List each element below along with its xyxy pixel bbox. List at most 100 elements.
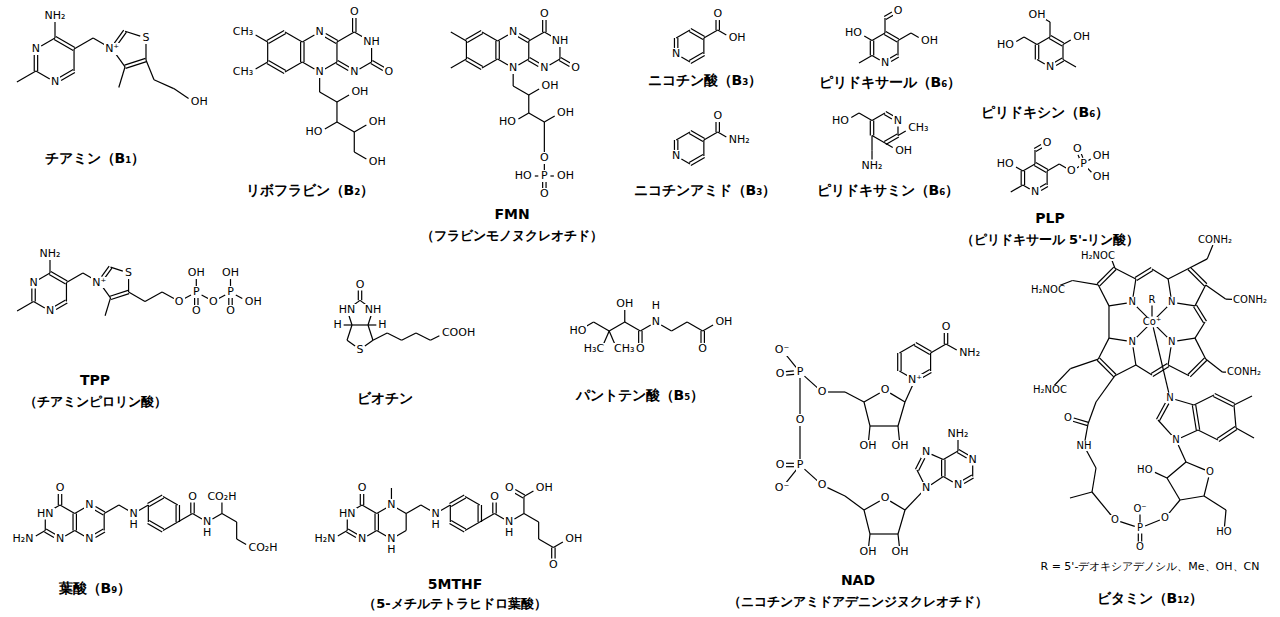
atom-label: CH₃	[232, 66, 254, 78]
bond-line	[703, 38, 704, 54]
bond-line	[194, 503, 195, 514]
atom-label: N	[651, 316, 661, 328]
bond-line	[174, 89, 189, 99]
compound-name: パントテン酸（B₅）	[575, 388, 706, 403]
bond-line	[845, 392, 864, 402]
bond-line	[1175, 400, 1194, 405]
atom-label: OH	[714, 316, 733, 328]
atom-label: H₂N	[11, 533, 34, 545]
compound-name: ビタミン（B₁₂）	[1096, 591, 1205, 606]
bond-line	[256, 35, 268, 42]
atom-label: O	[1205, 467, 1215, 478]
bond-line	[916, 343, 932, 352]
bond-line	[1133, 347, 1136, 365]
atom-label: O	[1160, 513, 1170, 524]
compound-name: 5MTHF	[427, 577, 484, 592]
atom-label: NH₂	[947, 428, 970, 440]
atom-label: N⁺	[907, 374, 923, 386]
atom-label: O	[1110, 515, 1120, 526]
atom-label: HO	[831, 115, 850, 127]
bond-line	[689, 53, 703, 61]
bond-line	[1047, 164, 1059, 171]
bond-line	[827, 488, 845, 496]
bond-line	[542, 182, 543, 188]
bond-line	[703, 325, 713, 331]
atom-label: H	[504, 527, 514, 539]
atom-label: O	[880, 384, 891, 396]
bond-line	[499, 41, 500, 59]
bond-line	[465, 497, 480, 506]
bond-line	[676, 132, 690, 140]
bond-line	[640, 325, 650, 331]
bond-line	[1035, 45, 1036, 60]
atom-label: O	[357, 482, 368, 494]
bond-line	[352, 324, 368, 325]
bond-line	[641, 331, 642, 343]
bond-line	[1198, 430, 1218, 440]
bond-line	[1024, 171, 1025, 185]
bond-line	[513, 74, 514, 86]
bond-line	[1085, 424, 1088, 441]
bond-line	[1062, 45, 1063, 60]
bond-line	[1178, 445, 1186, 462]
bond-line	[145, 292, 162, 302]
bond-line	[179, 505, 180, 522]
atom-label: OH	[541, 80, 560, 92]
atom-label: N	[1167, 297, 1176, 308]
bond-line	[957, 440, 958, 451]
bond-line	[719, 122, 720, 132]
bond-line	[102, 266, 110, 276]
bond-line	[799, 378, 800, 414]
bond-line	[691, 55, 705, 63]
bond-line	[41, 38, 55, 46]
atom-label: O	[355, 279, 366, 291]
bond-line	[638, 331, 639, 343]
bond-line	[1072, 281, 1098, 285]
bond-line	[864, 402, 870, 426]
atom-label: N	[84, 499, 94, 511]
bond-line	[1100, 358, 1117, 375]
bond-line	[1016, 167, 1023, 171]
bond-line	[1207, 245, 1213, 259]
bond-line	[347, 520, 348, 531]
atom-label: N	[1171, 435, 1180, 446]
bond-line	[870, 425, 898, 426]
bond-line	[1167, 478, 1180, 500]
bond-line	[1039, 184, 1046, 188]
bond-line	[691, 29, 705, 37]
bond-line	[799, 426, 800, 459]
bond-line	[354, 132, 355, 152]
atom-label: O	[349, 6, 360, 18]
bond-line	[864, 393, 880, 402]
bond-line	[1097, 267, 1114, 284]
bond-line	[884, 114, 892, 118]
bond-line	[96, 507, 105, 512]
atom-label: H	[128, 519, 138, 531]
bond-line	[371, 63, 383, 70]
bond-line	[1158, 420, 1172, 436]
bond-line	[1234, 405, 1236, 428]
bond-line	[899, 344, 915, 353]
bond-line	[1136, 326, 1148, 338]
bond-line	[900, 353, 901, 371]
bond-line	[544, 140, 545, 152]
bond-line	[677, 140, 678, 150]
bond-line	[870, 41, 871, 56]
bond-line	[1151, 306, 1152, 317]
bond-line	[498, 35, 508, 41]
atom-label: O	[1066, 165, 1077, 177]
atom-label: COOH	[441, 327, 476, 339]
bond-line	[1236, 428, 1254, 438]
atom-label: CH₃	[613, 343, 635, 355]
atom-label: N	[921, 446, 931, 458]
bond-line	[886, 32, 899, 40]
bond-line	[1070, 492, 1092, 498]
bond-line	[898, 510, 905, 534]
bond-line	[1098, 338, 1109, 359]
bond-line	[72, 514, 73, 531]
bond-line	[430, 336, 439, 340]
bond-line	[368, 324, 376, 325]
bond-line	[889, 54, 897, 58]
compound-name: ピリドキサール（B₆）	[818, 75, 963, 90]
bond-line	[103, 287, 111, 297]
